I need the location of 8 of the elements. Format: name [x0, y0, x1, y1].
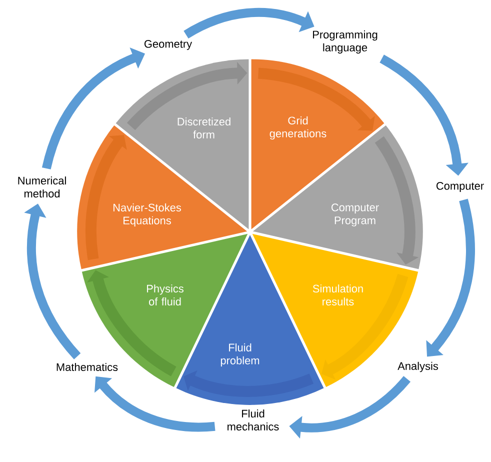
cycle-label: Computer — [436, 182, 484, 192]
cycle-label: Fluid mechanics — [228, 410, 279, 430]
arrow — [87, 270, 176, 376]
arrow — [258, 68, 375, 131]
cycle-label: Geometry — [144, 40, 192, 50]
cycle-label: Programming language — [313, 30, 378, 54]
arrow — [322, 274, 408, 380]
cycle-label: Numerical method — [18, 176, 66, 198]
